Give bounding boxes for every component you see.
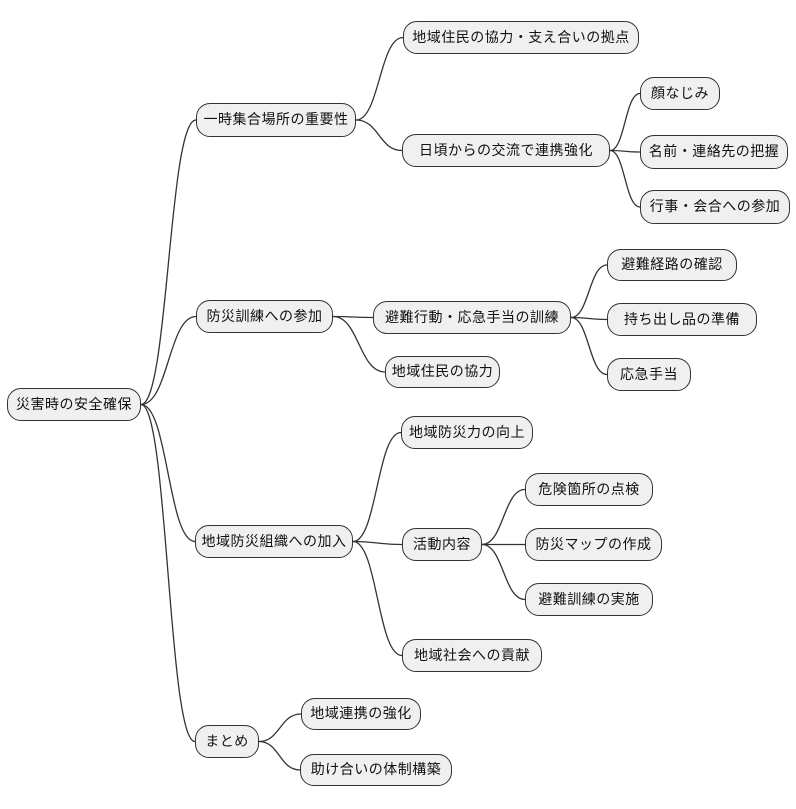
node-daily-exchange-strengthening: 日頃からの交流で連携強化 [402, 134, 610, 167]
node-activities: 活動内容 [402, 528, 482, 561]
edge-b1c2-b1c2c [609, 149, 641, 208]
node-label: 活動内容 [413, 536, 471, 553]
node-label: 地域社会への貢献 [414, 647, 530, 664]
node-names-contacts-grasp: 名前・連絡先の把握 [640, 135, 788, 169]
edge-b4-b4c1 [258, 713, 302, 743]
node-events-meetings-participation: 行事・会合への参加 [640, 190, 790, 224]
edge-b1c2-b1c2a [609, 92, 641, 152]
node-mutual-aid-system-building: 助け合いの体制構築 [300, 754, 452, 786]
edge-b3-b3c2 [352, 540, 403, 546]
node-label: 一時集合場所の重要性 [203, 112, 349, 128]
edge-b1-b1c1 [355, 36, 404, 121]
edge-b3c2-b3c2c [481, 543, 526, 601]
node-label: 災害時の安全確保 [16, 396, 132, 413]
node-drill-participation: 防災訓練への参加 [196, 300, 333, 333]
edge-root-b4 [140, 403, 196, 743]
node-label: 地域住民の協力・支え合いの拠点 [412, 29, 630, 46]
edge-root-b2 [140, 315, 197, 406]
node-first-aid: 応急手当 [607, 358, 691, 391]
node-label: 顔なじみ [651, 85, 709, 102]
node-label: 防災マップの作成 [535, 536, 652, 553]
node-label: 地域防災組織への加入 [201, 533, 347, 550]
node-evacuation-route-check: 避難経路の確認 [607, 249, 737, 281]
node-residents-cooperation: 地域住民の協力 [385, 356, 500, 388]
node-label: 地域住民の協力 [391, 364, 494, 380]
node-join-disaster-org: 地域防災組織への加入 [195, 525, 353, 558]
node-label: 応急手当 [620, 366, 678, 383]
edge-root-b3 [140, 403, 196, 543]
edge-b2c1-b2c1b [570, 316, 608, 321]
edge-root-b1 [140, 119, 197, 406]
node-community-contribution: 地域社会への貢献 [402, 639, 542, 672]
node-root-disaster-safety: 災害時の安全確保 [7, 388, 141, 421]
node-label: まとめ [205, 733, 249, 750]
node-label: 日頃からの交流で連携強化 [419, 142, 593, 159]
edge-b1c2-b1c2b [609, 149, 641, 153]
edge-b2c1-b2c1a [570, 264, 608, 319]
node-label: 地域連携の強化 [310, 706, 412, 722]
node-label: 地域防災力の向上 [409, 424, 525, 441]
node-label: 避難訓練の実施 [538, 591, 640, 608]
node-cooperation-support-base: 地域住民の協力・支え合いの拠点 [403, 21, 639, 54]
edge-b3-b3c1 [352, 431, 402, 543]
node-evacuation-drill-implementation: 避難訓練の実施 [525, 583, 653, 616]
edge-b3c2-b3c2a [481, 488, 526, 546]
node-label: 助け合いの体制構築 [310, 762, 442, 778]
node-label: 名前・連絡先の把握 [648, 144, 780, 160]
node-community-link-strengthening: 地域連携の強化 [301, 698, 421, 730]
node-label: 危険箇所の点検 [538, 481, 640, 498]
edge-b2c1-b2c1c [570, 316, 608, 376]
node-hazard-spot-inspection: 危険箇所の点検 [525, 473, 653, 506]
node-label: 行事・会合への参加 [649, 199, 781, 215]
node-label: 避難行動・応急手当の訓練 [385, 309, 559, 326]
node-community-resilience-improvement: 地域防災力の向上 [401, 416, 533, 449]
node-disaster-map-creation: 防災マップの作成 [525, 528, 662, 561]
node-temp-assembly-importance: 一時集合場所の重要性 [196, 103, 356, 137]
node-summary: まとめ [195, 725, 259, 758]
node-familiar-faces: 顔なじみ [640, 77, 720, 110]
edge-b4-b4c2 [258, 740, 301, 771]
node-evacuation-firstaid-training: 避難行動・応急手当の訓練 [373, 301, 571, 334]
node-label: 避難経路の確認 [621, 257, 723, 273]
edge-b3-b3c3 [352, 540, 403, 657]
node-label: 持ち出し品の準備 [624, 311, 740, 328]
node-emergency-kit-preparation: 持ち出し品の準備 [607, 303, 757, 336]
edge-b1-b1c2 [355, 119, 403, 152]
node-label: 防災訓練への参加 [206, 308, 323, 325]
edge-b2-b2c2 [332, 315, 386, 373]
